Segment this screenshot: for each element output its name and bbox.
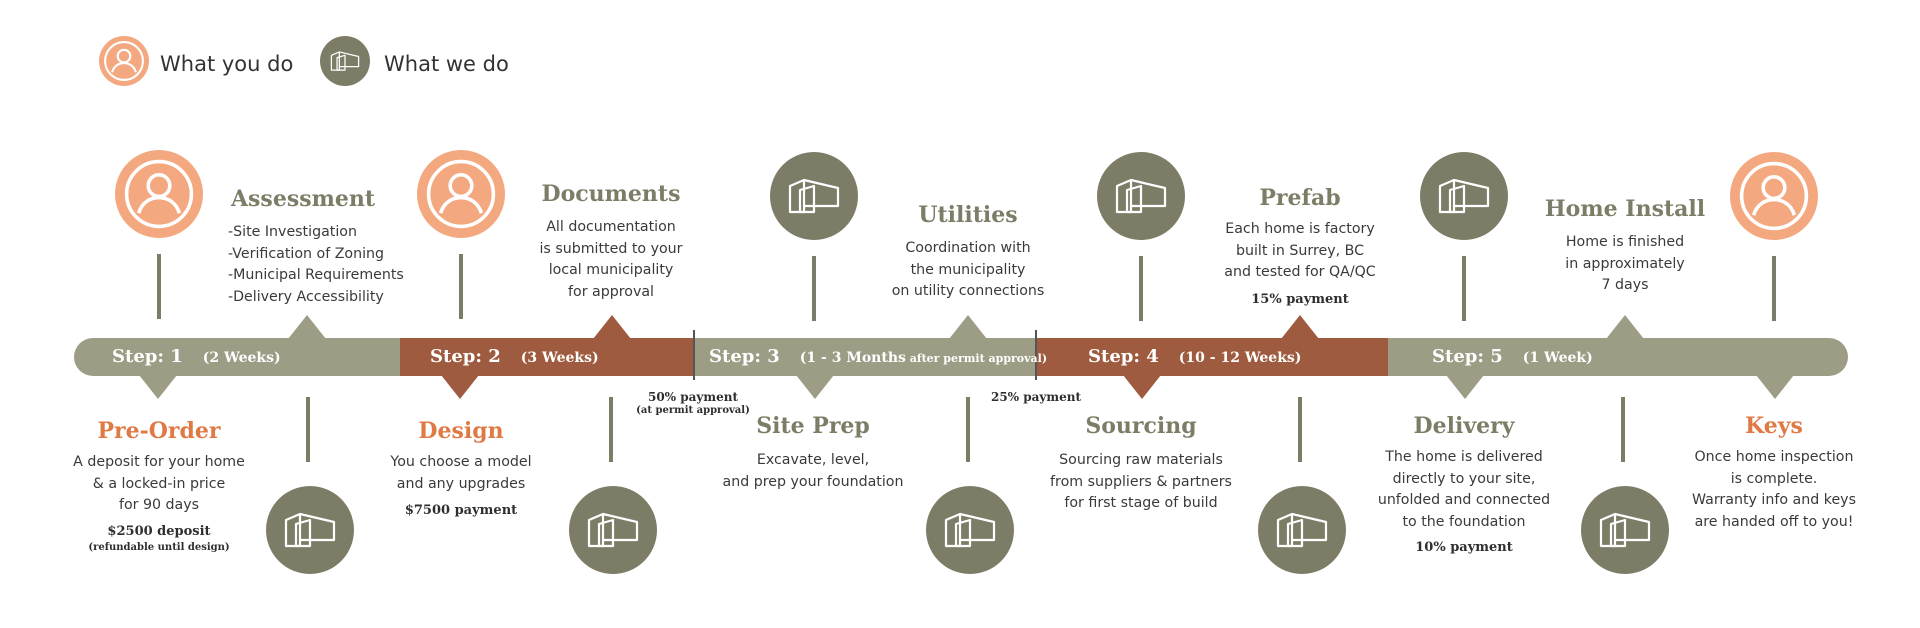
pre-order-payment: $2500 deposit [107,524,211,539]
stem [306,397,310,462]
keys-person-icon [1730,152,1818,240]
stem [1462,256,1466,321]
prefab-title: Prefab [1259,185,1341,211]
keys-desc: Once home inspection is complete. Warran… [1692,449,1856,530]
pointer-up [593,315,631,339]
legend-we-icon [320,36,370,86]
stem [1139,256,1143,321]
pointer-up [1606,315,1644,339]
utilities-title: Utilities [918,202,1018,228]
delivery-house-icon [1420,152,1508,240]
prefab-desc: Each home is factory built in Surrey, BC… [1224,221,1376,280]
documents-house-icon [569,486,657,574]
assessment-house-icon [266,486,354,574]
site-prep-house-icon [770,152,858,240]
documents-desc: All documentation is submitted to your l… [539,219,683,300]
permit-payment-note: (at permit approval) [636,405,750,416]
pre-order-note: (refundable until design) [88,542,230,553]
design-desc: You choose a model and any upgrades [390,454,532,492]
pointer-down [1446,375,1484,399]
step-2-label: Step: 2(3 Weeks) [430,346,599,367]
pointer-down [1756,375,1794,399]
stem [1772,256,1776,321]
design-payment: $7500 payment [404,503,518,518]
payment-divider [1035,330,1037,380]
delivery-desc: The home is delivered directly to your s… [1377,449,1551,530]
pointer-up [949,315,987,339]
site-prep-desc: Excavate, level, and prep your foundatio… [722,452,904,490]
pre-order-title: Pre-Order [97,418,221,444]
utilities-desc: Coordination with the municipality on ut… [891,240,1045,299]
step-1-segment [74,338,400,376]
stem [966,397,970,462]
stem [157,254,161,319]
legend-we-label: What we do [384,52,509,76]
assessment-title: Assessment [230,186,376,212]
legend-you-label: What you do [160,52,294,76]
step-2-segment [400,338,694,376]
step-5-segment [1388,338,1848,376]
step-5-label: Step: 5(1 Week) [1432,346,1593,367]
step-1-label: Step: 1(2 Weeks) [112,346,281,367]
delivery-payment: 10% payment [1415,540,1513,555]
permit-payment: 50% payment [647,390,739,404]
step-3-label: Step: 3(1 - 3 Months after permit approv… [709,346,1048,367]
legend-you-icon [99,36,149,86]
delivery-title: Delivery [1413,413,1515,439]
stem [1298,397,1302,462]
assessment-desc: -Site Investigation -Verification of Zon… [228,224,404,305]
stem [1621,397,1625,462]
build-payment: 25% payment [990,390,1082,404]
pre-order-person-icon [115,150,203,238]
site-prep-title: Site Prep [756,413,870,439]
step-4-segment [1036,338,1388,376]
pointer-up [1281,315,1319,339]
sourcing-title: Sourcing [1085,413,1197,439]
pointer-up [288,315,326,339]
pre-order-desc: A deposit for your home & a locked-in pr… [73,454,245,513]
stem [812,256,816,321]
home-install-desc: Home is finished in approximately 7 days [1565,234,1685,293]
pointer-down [796,375,834,399]
payment-divider [693,330,695,380]
stem [459,254,463,319]
pointer-down [139,375,177,399]
prefab-payment: 15% payment [1251,292,1349,307]
prefab-house-icon [1258,486,1346,574]
sourcing-house-icon [1097,152,1185,240]
step-3-segment [694,338,1036,376]
stem [609,397,613,462]
home-install-house-icon [1581,486,1669,574]
utilities-house-icon [926,486,1014,574]
step-4-label: Step: 4(10 - 12 Weeks) [1088,346,1302,367]
keys-title: Keys [1745,413,1803,439]
design-title: Design [418,418,504,444]
pointer-down [1123,375,1161,399]
pointer-down [441,375,479,399]
documents-title: Documents [541,181,681,207]
home-install-title: Home Install [1544,196,1706,222]
design-person-icon [417,150,505,238]
sourcing-desc: Sourcing raw materials from suppliers & … [1050,452,1232,511]
